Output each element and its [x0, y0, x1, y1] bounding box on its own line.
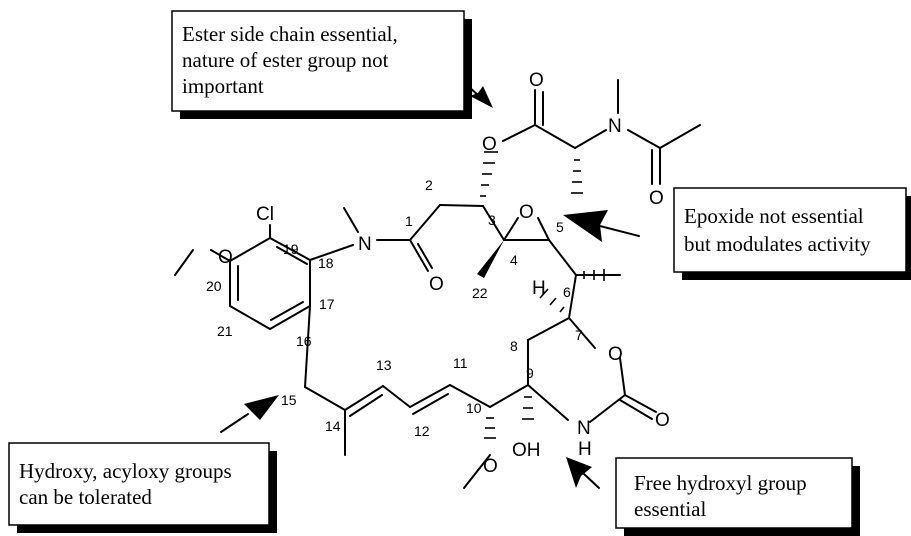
number-11: 11	[453, 355, 468, 371]
atom-numbers: 1 2 3 4 5 6 7 8 9 10 11 12 13 14 15 16 1…	[206, 177, 583, 439]
arrow-hydroxy	[220, 395, 279, 433]
number-19: 19	[283, 241, 299, 257]
annotation-hydroxyl-box: Free hydroxyl group essential	[615, 457, 860, 536]
atom-o-carbamate: O	[655, 410, 670, 431]
number-7: 7	[575, 327, 583, 343]
atom-n-side: N	[608, 116, 622, 137]
annotation-ester-line-1: Ester side chain essential,	[182, 22, 398, 46]
arrow-hydroxyl	[566, 457, 600, 489]
number-16: 16	[296, 333, 312, 349]
atom-o-methoxy-10: O	[483, 456, 498, 477]
atom-n-h: N	[577, 418, 591, 439]
annotation-ester-line-2: nature of ester group not	[182, 48, 389, 72]
atom-oh: OH	[512, 440, 541, 461]
bond-skeleton	[174, 79, 701, 489]
number-6: 6	[563, 284, 571, 300]
annotation-epoxide-line-2: but modulates activity	[684, 232, 871, 256]
atom-o-ring: O	[608, 344, 623, 365]
number-4: 4	[510, 252, 518, 268]
annotation-hydroxy-box: Hydroxy, acyloxy groups can be tolerated	[8, 442, 277, 533]
number-17: 17	[319, 296, 335, 312]
number-18: 18	[318, 255, 334, 271]
atom-h-nh: H	[578, 439, 592, 460]
number-21: 21	[217, 323, 233, 339]
atom-h-7: H	[532, 278, 546, 299]
number-15: 15	[281, 392, 297, 408]
atom-o-ester-carbonyl: O	[529, 70, 544, 91]
atom-o-epoxide: O	[519, 202, 534, 223]
arrow-epoxide	[563, 210, 640, 242]
atom-n-amide: N	[358, 234, 372, 255]
annotation-hydroxyl-line-2: essential	[634, 497, 706, 521]
annotation-epoxide-box: Epoxide not essential but modulates acti…	[673, 187, 911, 280]
atom-o-acetyl: O	[649, 188, 664, 209]
arrow-ester	[466, 84, 493, 108]
number-14: 14	[325, 418, 341, 434]
number-13: 13	[376, 357, 392, 373]
atom-o-ester: O	[482, 134, 497, 155]
annotation-hydroxy-line-1: Hydroxy, acyloxy groups	[19, 459, 232, 483]
number-12: 12	[414, 423, 430, 439]
number-1: 1	[405, 213, 413, 229]
annotation-hydroxyl-line-1: Free hydroxyl group	[634, 471, 807, 495]
atom-labels: Cl O N O O O N O O H O O N H OH O	[218, 70, 670, 477]
atom-cl: Cl	[256, 204, 274, 225]
stereo-bonds	[477, 151, 605, 439]
annotation-ester-line-3: important	[182, 74, 264, 98]
number-22: 22	[472, 285, 488, 301]
atom-o-carbonyl-1: O	[429, 274, 444, 295]
number-2: 2	[425, 177, 433, 193]
number-3: 3	[488, 212, 496, 228]
number-10: 10	[466, 400, 482, 416]
number-9: 9	[526, 365, 534, 381]
number-8: 8	[510, 338, 518, 354]
number-5: 5	[556, 219, 564, 235]
annotation-epoxide-line-1: Epoxide not essential	[684, 204, 864, 228]
atom-o-methoxy-20: O	[218, 247, 233, 268]
annotation-ester-box: Ester side chain essential, nature of es…	[171, 10, 472, 119]
annotation-hydroxy-line-2: can be tolerated	[19, 485, 152, 509]
number-20: 20	[206, 278, 222, 294]
